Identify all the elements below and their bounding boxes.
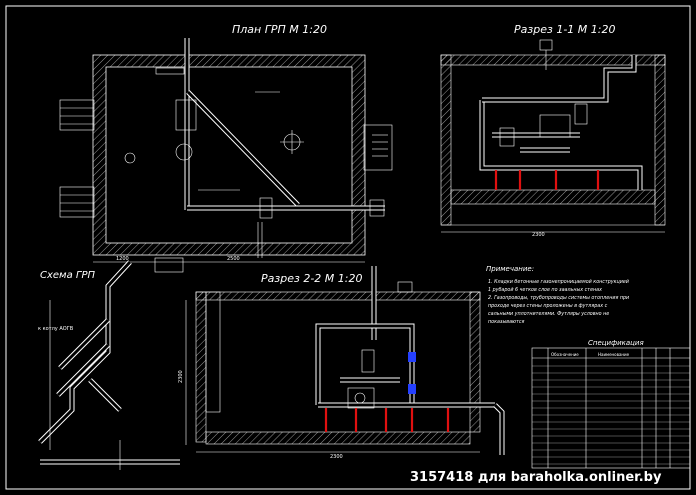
section-1-1-view: Разрез 1-1 М 1:20 2300 [440,23,666,238]
notes-block: Примечание: 1. Кладки бетонные газонепро… [486,265,629,325]
s11-pipe-loop [479,100,643,190]
plan-dim-left: 1200 [116,256,129,262]
s22-dim-height: 2300 [178,370,184,383]
notes-line-2: 1 рубарой 6 четков слое по заальных стен… [488,287,602,293]
notes-line-6: показываются [488,320,524,325]
notes-line-1: 1. Кладки бетонные газонепроницаемой кон… [488,279,629,285]
specification-table: Спецификация Обозначение Наименование [531,339,691,469]
notes-line-5: сальными уплотнителями. Футляры условно … [488,311,609,317]
section-2-2-view: Разрез 2-2 М 1:20 2300 2300 [178,266,505,460]
notes-heading: Примечание: [486,265,534,273]
plan-title: План ГРП М 1:20 [232,23,327,36]
s11-roof [440,54,666,66]
s22-pipe-frame [315,323,415,405]
plan-dim-width: 2500 [227,256,240,262]
plan-room [105,66,353,244]
s22-valve-lower [408,384,416,394]
scheme-main-pipe [38,260,132,444]
plan-filter [175,143,193,161]
s11-regulator [539,114,571,138]
scheme-view: Схема ГРП к котлу АОГВ [38,257,184,470]
s11-roof-vent [539,39,553,51]
s22-roof [195,291,481,301]
plan-door [155,67,185,75]
s22-wall-right [469,291,481,433]
s22-dim-width: 2300 [330,454,343,460]
plan-window-left-1 [59,99,95,131]
section-1-1-title: Разрез 1-1 М 1:20 [514,23,615,36]
s11-dim-width: 2300 [532,232,545,238]
scheme-boiler-label: к котлу АОГВ [38,326,74,332]
s11-wall-right [654,54,666,226]
scheme-equipment [154,257,184,273]
watermark: 3157418 для baraholka.onliner.by [410,470,662,485]
s22-valve-upper [408,352,416,362]
s22-roof-vent [397,281,413,293]
plan-window-left-2 [59,186,95,218]
plan-vent-right [363,124,393,171]
plan-meter [124,152,136,164]
spec-col-designation: Обозначение [551,352,579,357]
s22-floor [205,431,471,445]
notes-line-4: проходе через стены проложены в футлярах… [488,303,608,309]
s22-wall-left [195,291,207,443]
s11-floor [450,189,656,205]
sheet-frame [5,5,691,490]
plan-view: План ГРП М 1:20 2500 [59,23,393,263]
scheme-title: Схема ГРП [40,270,96,281]
notes-line-3: 2. Газопроводы, трубопроводы системы ото… [488,295,629,301]
spec-rows [532,365,690,465]
s11-wall-left [440,54,452,226]
spec-col-name: Наименование [598,352,630,357]
s22-regulator [347,387,375,409]
spec-title: Спецификация [588,339,644,347]
section-2-2-title: Разрез 2-2 М 1:20 [261,272,362,285]
